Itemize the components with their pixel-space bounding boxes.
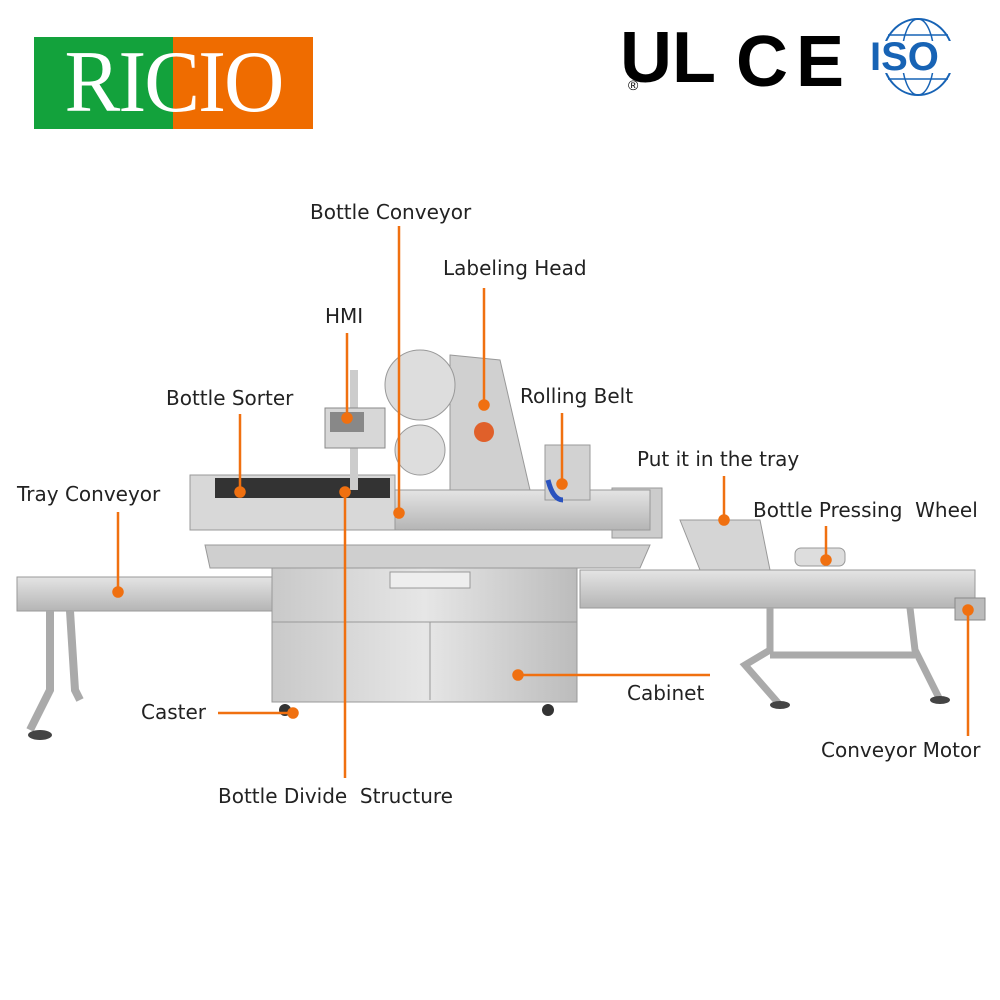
label-conveyor-motor: Conveyor Motor — [821, 738, 981, 762]
label-bottle-divide-structure: Bottle Divide Structure — [218, 784, 453, 808]
iso-cert-icon: ISO — [868, 17, 968, 97]
ricio-logo — [34, 37, 313, 129]
label-tray-conveyor: Tray Conveyor — [17, 482, 161, 506]
label-hmi: HMI — [325, 304, 364, 328]
outfeed-conveyor-rail — [579, 569, 976, 609]
tray-conveyor-rail — [16, 576, 298, 612]
label-bottle-pressing-wheel: Bottle Pressing Wheel — [753, 498, 978, 522]
label-cabinet: Cabinet — [627, 681, 705, 705]
label-bottle-conveyor: Bottle Conveyor — [310, 200, 472, 224]
logo-text: RICIO — [64, 34, 284, 131]
cabinet-body — [271, 566, 578, 703]
label-put-in-tray: Put it in the tray — [637, 447, 800, 471]
ul-cert-icon: UL ® — [620, 18, 716, 98]
label-labeling-head: Labeling Head — [443, 256, 587, 280]
label-bottle-sorter: Bottle Sorter — [166, 386, 294, 410]
label-rolling-belt: Rolling Belt — [520, 384, 634, 408]
labeling-head-plate — [449, 354, 531, 491]
label-caster: Caster — [141, 700, 207, 724]
callout-leaders — [112, 226, 974, 778]
ce-cert-icon: CE — [736, 22, 853, 102]
